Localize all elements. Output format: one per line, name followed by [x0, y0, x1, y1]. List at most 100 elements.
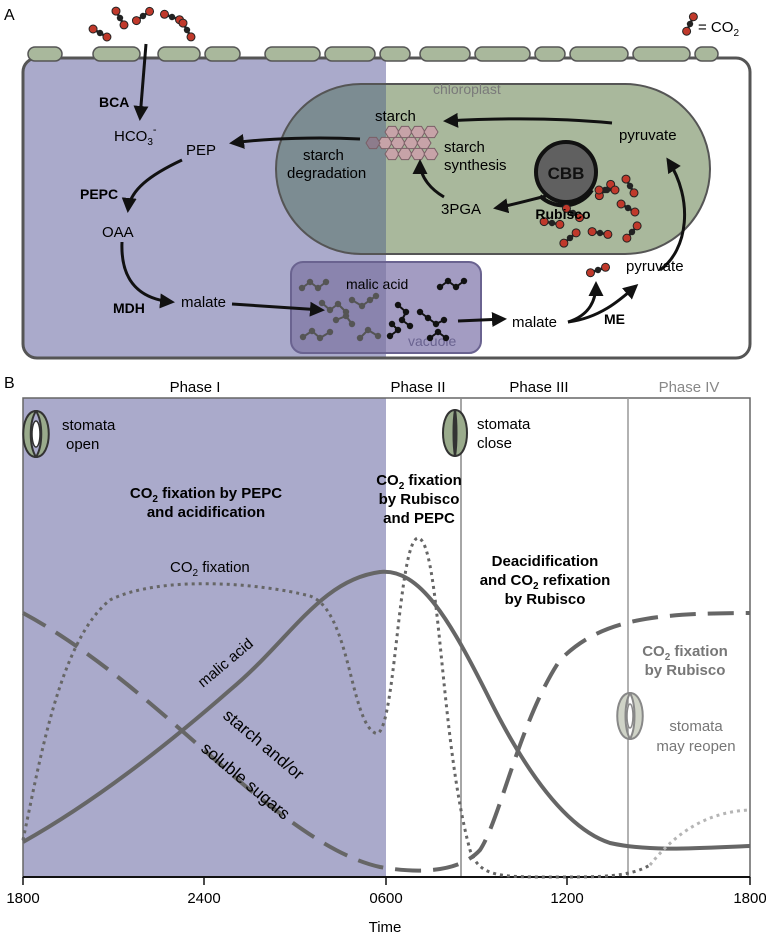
co2-molecule	[88, 24, 112, 42]
co2-legend: = CO2	[682, 12, 739, 39]
malic-acid-molecule	[356, 326, 382, 342]
mdh-label: MDH	[113, 300, 145, 316]
pyruvate-cytosol-label: pyruvate	[626, 258, 684, 275]
phase-4-title: Phase IV	[659, 379, 720, 396]
stomata-reopen-label-1: stomata	[669, 718, 723, 735]
hco3-label: HCO3-	[114, 124, 157, 148]
co2-molecule	[111, 6, 129, 30]
stomata-open-icon	[22, 409, 50, 459]
cell-wall-plate	[379, 46, 411, 62]
night-period	[23, 398, 386, 877]
malic-acid-molecule	[386, 320, 402, 340]
malic-acid-molecules	[298, 277, 468, 342]
cell-wall-plate	[92, 46, 141, 62]
co2-molecule	[131, 6, 155, 26]
co2-molecule	[682, 12, 698, 36]
malic-acid-molecule	[332, 312, 356, 328]
cell-wall-plate	[534, 46, 566, 62]
cell-wall	[27, 46, 719, 62]
malate-cytosol-label: malate	[181, 294, 226, 311]
malic-acid-label: malic acid	[346, 276, 408, 292]
phase-2-note-line-2: by Rubisco	[379, 491, 460, 508]
co2-molecule	[587, 227, 613, 239]
co2-molecule	[616, 199, 640, 217]
cell-wall-plate	[632, 46, 691, 62]
cell-wall-plate	[157, 46, 201, 62]
co2-molecules	[88, 6, 642, 278]
pepc-label: PEPC	[80, 186, 118, 202]
phase-1-title: Phase I	[170, 379, 221, 396]
co2-molecule	[585, 262, 611, 278]
co2-molecule	[561, 203, 585, 223]
x-tick-label: 1800	[6, 890, 39, 907]
me-label: ME	[604, 311, 625, 327]
vacuole	[290, 261, 482, 354]
malic-acid-molecule	[394, 301, 414, 330]
malic-acid-molecule	[426, 328, 450, 342]
timeline-chart	[22, 397, 751, 878]
phase-4-note-line-2: by Rubisco	[645, 662, 726, 679]
phase-3-note-line-3: by Rubisco	[505, 591, 586, 608]
starch-degradation-label-1: starch	[303, 147, 344, 164]
phase-1-note-line-1: CO2 fixation by PEPC	[130, 485, 282, 505]
malic-acid-curve	[22, 569, 751, 851]
co2-fixation-curve-phase4	[648, 808, 751, 866]
starch-granules	[365, 125, 439, 161]
co2-legend-label: = CO2	[698, 19, 739, 39]
co2-molecule	[622, 221, 642, 243]
malic-acid-molecule	[436, 277, 468, 291]
co2-molecule	[178, 18, 196, 42]
co2-fixation-curve	[21, 536, 651, 879]
phase-2-title: Phase II	[390, 379, 445, 396]
co2-molecule	[559, 228, 581, 248]
phase-4-note-line-1: CO2 fixation	[642, 643, 728, 663]
cell-wall-plate	[204, 46, 241, 62]
oaa-label: OAA	[102, 224, 134, 241]
phase-3-title: Phase III	[509, 379, 568, 396]
stomata-close-label-1: stomata	[477, 416, 531, 433]
stomata-closed-icon	[442, 408, 468, 458]
x-tick-label: 0600	[369, 890, 402, 907]
cbb-cycle	[534, 140, 598, 208]
malic-acid-molecule	[298, 278, 330, 292]
malate-exported-label: malate	[512, 314, 557, 331]
cbb-label: CBB	[548, 164, 585, 183]
co2-fixation-curve-label: CO2 fixation	[170, 559, 250, 579]
starch-synthesis-label-1: starch	[444, 139, 485, 156]
panel-b-label: B	[4, 375, 15, 392]
malic-acid-molecule	[348, 292, 380, 310]
x-axis-label: Time	[369, 919, 402, 936]
cell-wall-plate	[264, 46, 321, 62]
stomata-reopen-label-2: may reopen	[656, 738, 735, 755]
co2-molecule	[159, 9, 185, 25]
stomata-open-label-1: stomata	[62, 417, 116, 434]
starch-degradation-label-2: degradation	[287, 165, 366, 182]
pathway-arrows	[120, 43, 687, 328]
chloroplast-label: chloroplast	[433, 81, 501, 97]
rubisco-label: Rubisco	[535, 206, 590, 222]
co2-molecule	[594, 185, 620, 195]
starch-sugars-curve	[22, 611, 751, 873]
x-tick-label: 1200	[550, 890, 583, 907]
bca-label: BCA	[99, 94, 129, 110]
phase-1-note-line-2: and acidification	[147, 504, 265, 521]
phase-3-note-line-2: and CO2 refixation	[480, 572, 611, 592]
cell-wall-plate	[474, 46, 531, 62]
starch-label: starch	[375, 108, 416, 125]
cell-wall-plate	[569, 46, 629, 62]
malic-acid-molecule	[299, 327, 334, 342]
stomata-open-label-2: open	[66, 436, 99, 453]
cell-wall-plate	[27, 46, 63, 62]
phase-3-note-line-1: Deacidification	[492, 553, 599, 570]
x-tick-label: 1800	[733, 890, 766, 907]
co2-molecule	[621, 174, 639, 198]
pga-label: 3PGA	[441, 201, 481, 218]
phase-2-note-line-3: and PEPC	[383, 510, 455, 527]
cell-wall-plate	[324, 46, 376, 62]
pyruvate-chloroplast-label: pyruvate	[619, 127, 677, 144]
cell-wall-plate	[694, 46, 719, 62]
malic-acid-molecule	[416, 308, 448, 328]
starch-synthesis-label-2: synthesis	[444, 157, 507, 174]
